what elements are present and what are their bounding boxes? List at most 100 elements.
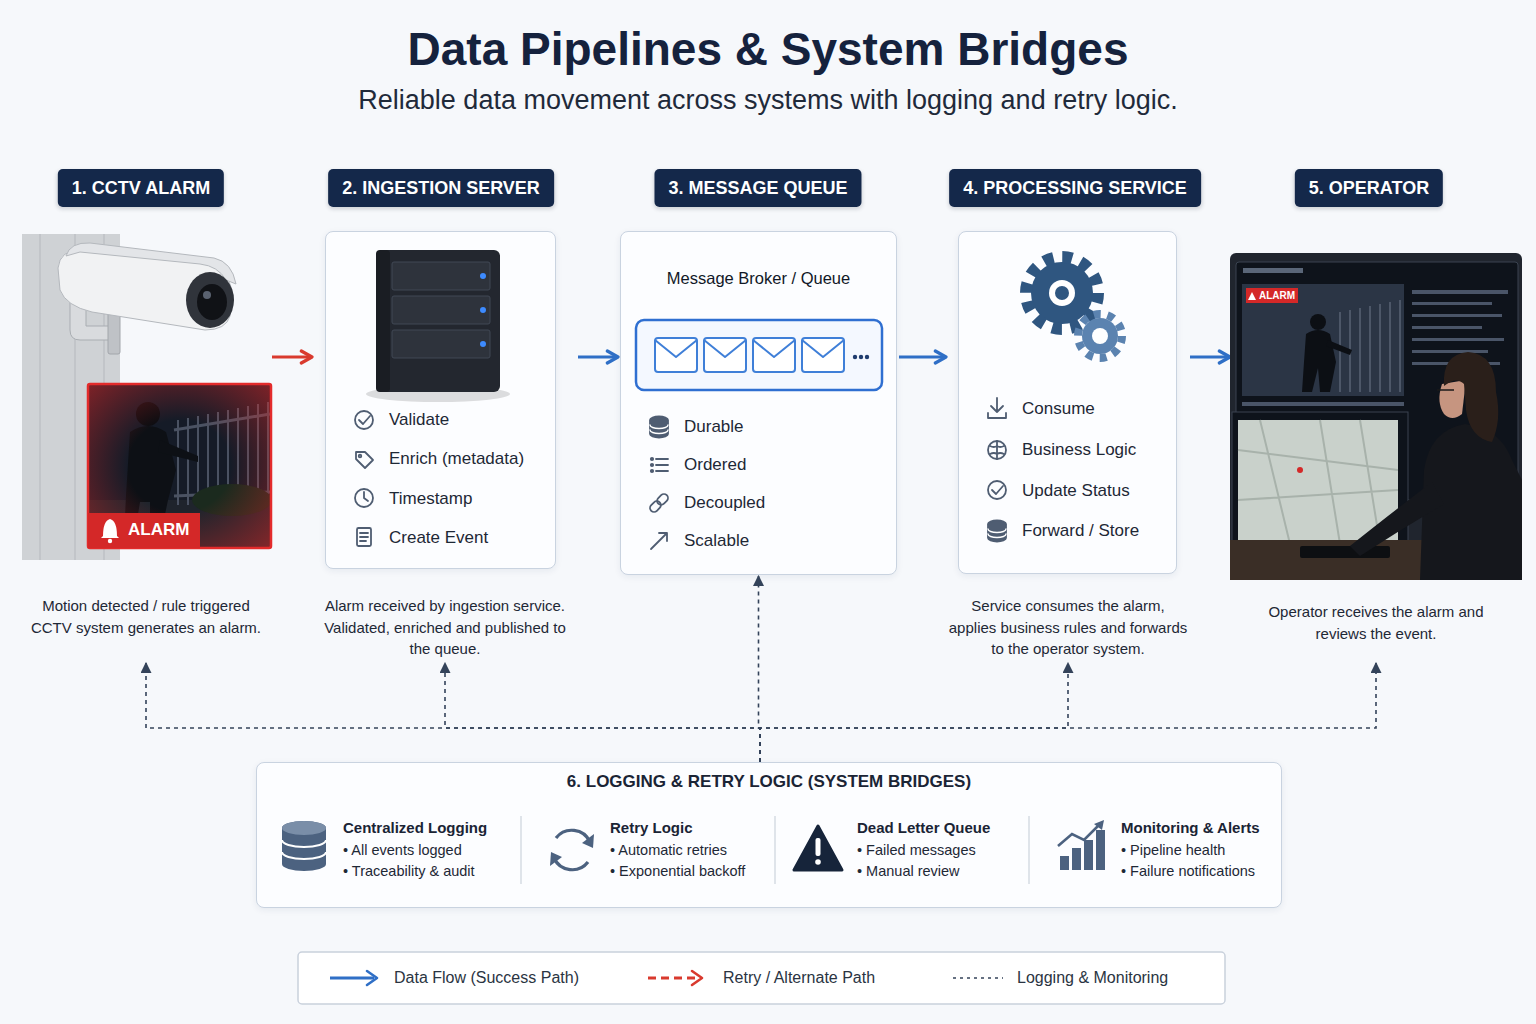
monitoring-link	[445, 663, 760, 762]
operator-scene	[1326, 340, 1352, 355]
band-icon	[816, 838, 821, 856]
operator-scene	[1412, 338, 1504, 341]
diagram-title: Data Pipelines & System Bridges	[0, 22, 1536, 76]
feature-title: Centralized Logging	[343, 819, 487, 836]
list-item: Decoupled	[684, 493, 765, 513]
list-icon	[364, 492, 368, 501]
feature-bullet: • All events logged	[343, 842, 462, 858]
queue-strip	[802, 340, 844, 357]
list-icon	[651, 470, 653, 472]
operator-scene	[1412, 290, 1508, 294]
operator-scene	[1242, 402, 1404, 406]
list-icon	[988, 398, 1006, 542]
band-icon	[794, 826, 842, 870]
band-icon	[282, 821, 326, 871]
description-text: Motion detected / rule triggered CCTV sy…	[20, 595, 272, 638]
server-icon	[480, 273, 486, 279]
list-icon	[355, 489, 373, 507]
flow-arrow	[1190, 355, 1230, 358]
list-icon	[655, 492, 669, 506]
list-icon	[988, 521, 1006, 542]
queue-strip	[636, 320, 882, 390]
list-icon	[356, 452, 373, 468]
queue-strip	[753, 338, 795, 372]
operator-scene	[1300, 546, 1390, 558]
legend-frame	[953, 977, 1003, 979]
alarm-snapshot	[88, 384, 271, 548]
operator-scene	[1437, 389, 1454, 391]
operator-scene	[1230, 253, 1522, 580]
server-icon	[376, 250, 500, 392]
badge-label: ALARM	[128, 518, 189, 542]
operator-scene	[1340, 300, 1400, 392]
operator-scene	[1238, 420, 1398, 544]
list-icon	[988, 529, 1006, 538]
operator-scene	[1243, 268, 1303, 273]
legend-text: Data Flow (Success Path)	[394, 968, 579, 988]
band-icon	[556, 830, 590, 842]
list-icon	[650, 417, 668, 438]
list-item: Update Status	[1022, 481, 1130, 501]
band-icon	[1072, 848, 1081, 870]
monitoring-link	[146, 663, 760, 762]
list-item: Scalable	[684, 531, 749, 551]
list-icon	[650, 425, 668, 434]
gear-icon	[1092, 328, 1108, 344]
flow-arrow	[578, 355, 618, 358]
cctv-camera	[108, 312, 120, 354]
server-icon	[480, 307, 486, 313]
list-icon	[988, 441, 1006, 459]
queue-strip	[655, 340, 697, 357]
list-icon	[359, 416, 370, 424]
server-icon	[480, 341, 486, 347]
operator-scene	[1246, 288, 1298, 303]
gear-icon	[1049, 280, 1075, 306]
list-icon	[651, 533, 667, 549]
feature-title: Retry Logic	[610, 819, 693, 836]
legend-frame	[298, 952, 1225, 1004]
list-icon	[355, 411, 373, 546]
stage-header: 5. OPERATOR	[1295, 169, 1443, 207]
band-icon	[521, 816, 1029, 884]
operator-scene	[1238, 420, 1398, 544]
queue-strip	[865, 355, 869, 359]
list-item: Enrich (metadata)	[389, 449, 524, 469]
operator-scene	[1412, 302, 1492, 305]
band-icon	[282, 816, 1105, 884]
description-text: Service consumes the alarm, applies busi…	[946, 595, 1190, 660]
band-icon	[1096, 830, 1105, 870]
diagram-caption: Reliable data movement across systems wi…	[0, 85, 1536, 116]
band-icon	[582, 834, 594, 848]
stage-column: 4. PROCESSING SERVICEConsumeBusiness Log…	[946, 168, 1190, 663]
stage-header: 1. CCTV ALARM	[58, 169, 224, 207]
queue-strip	[704, 338, 746, 372]
gear-icon	[1082, 318, 1118, 354]
list-item: Forward / Store	[1022, 521, 1139, 541]
queue-strip	[859, 355, 863, 359]
list-item: Durable	[684, 417, 744, 437]
feature-bullet: • Traceability & audit	[343, 863, 475, 879]
alarm-snapshot	[88, 384, 271, 548]
flow-arrow	[899, 355, 946, 358]
queue-strip	[655, 338, 697, 372]
box-subtitle: Message Broker / Queue	[620, 268, 897, 288]
alarm-snapshot	[88, 513, 200, 548]
feature-bullet: • Pipeline health	[1121, 842, 1225, 858]
band-icon	[1094, 820, 1104, 830]
gear-icon	[1078, 314, 1122, 358]
list-item: Ordered	[684, 455, 746, 475]
operator-scene	[1412, 326, 1482, 329]
operator-scene	[1310, 314, 1326, 330]
list-item: Business Logic	[1022, 440, 1136, 460]
operator-scene	[1248, 292, 1256, 300]
legend-frame	[648, 977, 698, 980]
description-text: Alarm received by ingestion service. Val…	[314, 595, 576, 660]
feature-bullet: • Failure notifications	[1121, 863, 1255, 879]
feature-bullet: • Failed messages	[857, 842, 976, 858]
stage-header: 2. INGESTION SERVER	[328, 169, 554, 207]
band-icon	[1060, 856, 1069, 870]
server-icon	[392, 296, 490, 324]
